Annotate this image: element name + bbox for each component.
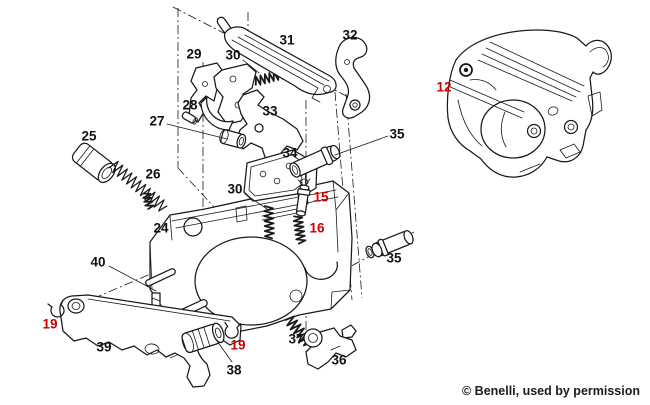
part-label-35: 35 [386, 250, 402, 266]
copyright-credit: © Benelli, used by permission [461, 384, 640, 398]
housing-spring-small [142, 192, 155, 210]
part-label-12: 12 [436, 79, 452, 95]
part-31-link-arm [216, 16, 337, 103]
part-36-carrier-latch [303, 324, 357, 370]
part-label-29: 29 [186, 46, 202, 62]
part-label-38: 38 [226, 362, 242, 378]
part-35-pin-top [289, 144, 341, 178]
part-label-34: 34 [282, 145, 298, 161]
part-35-pin-bottom [371, 229, 414, 258]
leader-lines [108, 59, 389, 363]
part-25-plunger-button [71, 142, 116, 184]
part-26-spring [108, 160, 168, 212]
part-label-27: 27 [149, 113, 165, 129]
part-16-spring [292, 215, 307, 245]
part-label-19: 19 [230, 337, 246, 353]
part-28-pin [181, 111, 198, 125]
housing-pin-a [145, 268, 176, 287]
part-32-lever [335, 36, 371, 119]
part-label-35: 35 [389, 126, 405, 142]
part-label-30: 30 [225, 47, 241, 63]
part-15-plunger [295, 178, 311, 217]
part-label-28: 28 [182, 97, 198, 113]
part-label-19: 19 [42, 316, 58, 332]
part-label-36: 36 [331, 352, 347, 368]
part-label-33: 33 [262, 103, 278, 119]
part-label-31: 31 [279, 32, 295, 48]
part-label-39: 39 [96, 339, 112, 355]
part-39-trigger-plate [59, 294, 242, 388]
part-label-30: 30 [227, 181, 243, 197]
part-label-40: 40 [90, 254, 106, 270]
part-30-spring-bottom [263, 205, 275, 240]
part-label-25: 25 [81, 128, 97, 144]
part-label-37: 37 [288, 331, 304, 347]
part-38-bushing [181, 322, 225, 354]
part-label-16: 16 [309, 220, 325, 236]
part-12-trigger-group-assembled [446, 29, 612, 178]
part-19-retaining-clip-right [224, 321, 242, 339]
part-27-bushing [219, 129, 247, 149]
part-label-32: 32 [342, 27, 358, 43]
part-19-retaining-clip-left [47, 299, 65, 318]
part-label-24: 24 [153, 220, 169, 236]
part-label-26: 26 [145, 166, 161, 182]
part-label-15: 15 [313, 189, 329, 205]
